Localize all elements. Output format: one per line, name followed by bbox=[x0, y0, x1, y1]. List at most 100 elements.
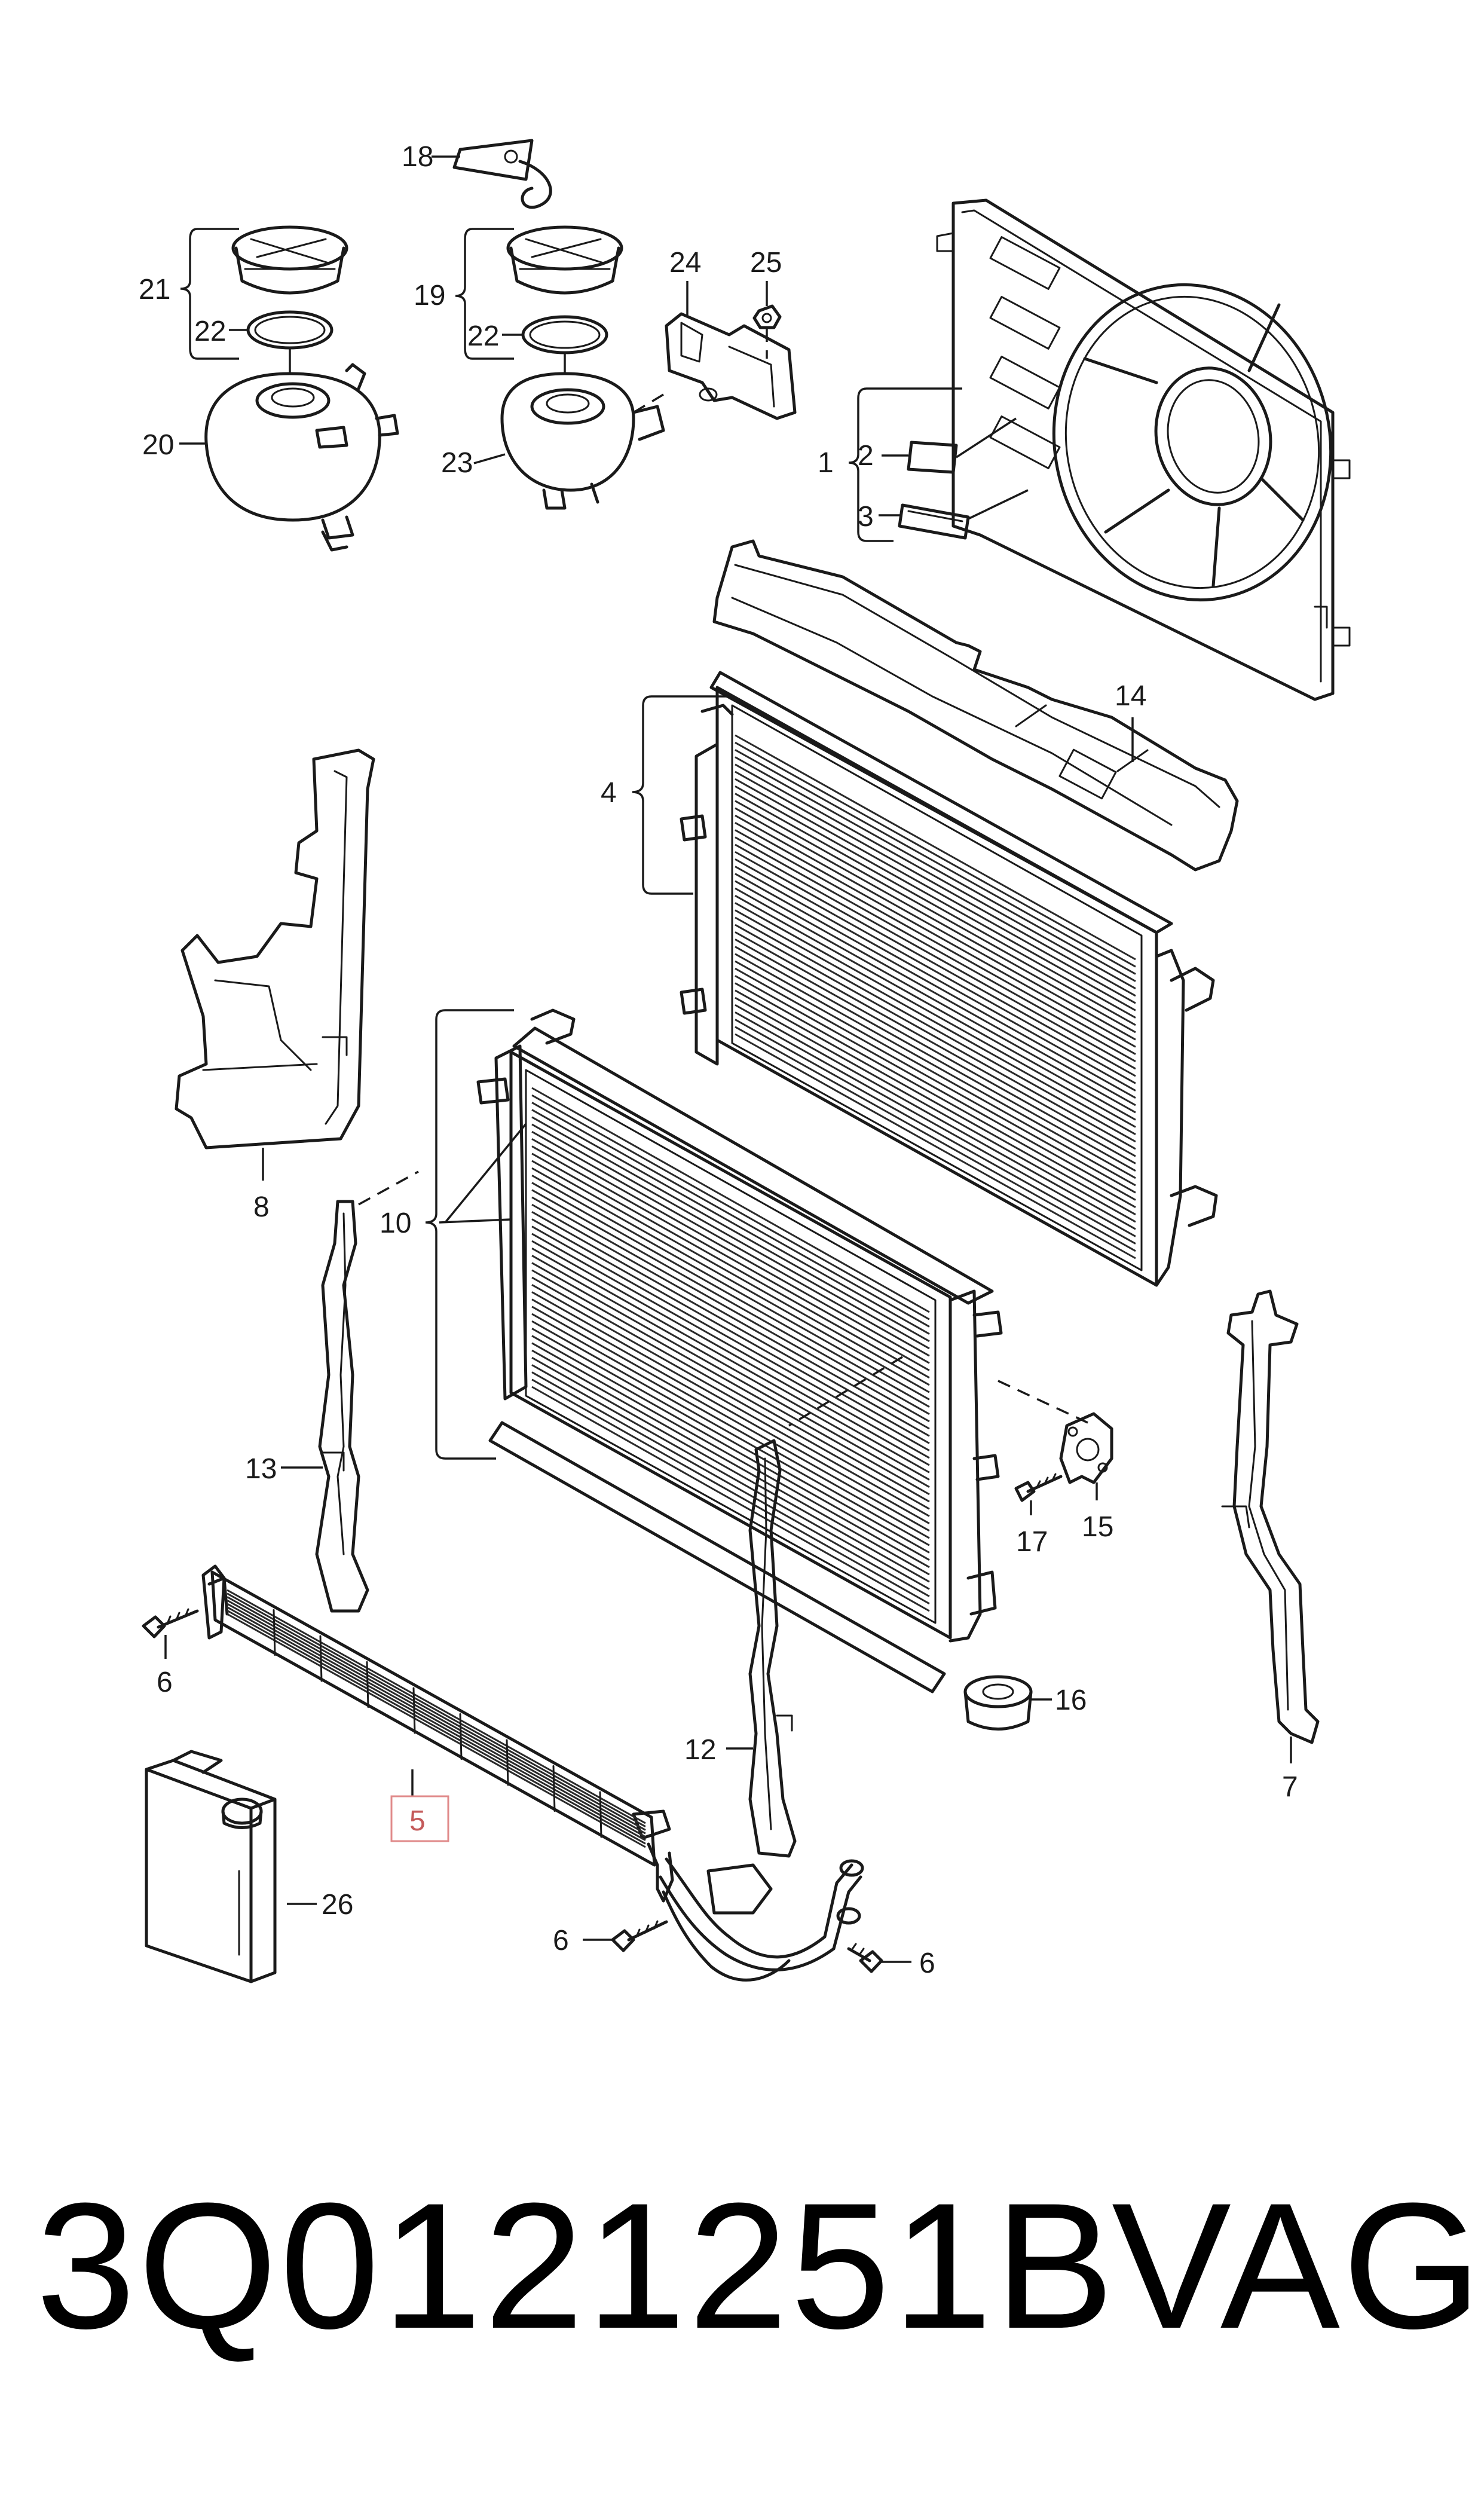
part-24-bracket bbox=[665, 281, 797, 420]
radiator-fin bbox=[531, 1167, 930, 1393]
radiator-fin bbox=[531, 1262, 930, 1488]
condenser-fin bbox=[735, 938, 1136, 1164]
radiator-fins bbox=[531, 1087, 930, 1612]
cooler-fin bbox=[227, 1603, 646, 1838]
radiator-fin bbox=[531, 1378, 930, 1605]
label-26: 26 bbox=[322, 1889, 353, 1921]
radiator-fin bbox=[531, 1152, 930, 1379]
label-3: 3 bbox=[858, 501, 874, 533]
part-21-cap-left bbox=[231, 225, 348, 295]
brand-caption: VAG bbox=[1112, 2165, 1484, 2366]
cooler-partition bbox=[459, 1713, 463, 1760]
part-10-radiator bbox=[476, 1008, 1003, 1693]
label-14: 14 bbox=[1115, 680, 1146, 712]
part-13-seal bbox=[281, 1200, 369, 1613]
condenser-fin bbox=[735, 1026, 1136, 1252]
condenser-fin bbox=[735, 749, 1136, 975]
cooler-partition bbox=[599, 1791, 602, 1838]
cooler-partition bbox=[366, 1661, 369, 1708]
radiator-fin bbox=[531, 1313, 930, 1539]
condenser-fin bbox=[735, 975, 1136, 1201]
bracket-1 bbox=[848, 387, 962, 542]
condenser-fin bbox=[735, 858, 1136, 1084]
cooler-partition bbox=[412, 1687, 416, 1734]
radiator-fin bbox=[531, 1298, 930, 1524]
part-20-reservoir-left bbox=[179, 363, 399, 552]
cooler-fin bbox=[227, 1599, 646, 1835]
radiator-fin bbox=[531, 1102, 930, 1328]
label-8: 8 bbox=[253, 1191, 270, 1223]
radiator-fin bbox=[531, 1371, 930, 1597]
condenser-fin bbox=[735, 880, 1136, 1106]
condenser-fin bbox=[735, 953, 1136, 1179]
condenser-fin bbox=[735, 1011, 1136, 1237]
label-4: 4 bbox=[601, 777, 617, 809]
condenser-fin bbox=[735, 814, 1136, 1041]
condenser-fin bbox=[735, 989, 1136, 1216]
condenser-fin bbox=[735, 902, 1136, 1128]
radiator-fin bbox=[531, 1130, 930, 1357]
radiator-fin bbox=[531, 1349, 930, 1576]
radiator-fin bbox=[531, 1335, 930, 1561]
part-12-seal bbox=[726, 1439, 797, 1858]
label-15: 15 bbox=[1082, 1511, 1113, 1543]
radiator-fin bbox=[531, 1218, 930, 1444]
radiator-fin bbox=[531, 1145, 930, 1371]
part-5-auxiliary-radiator bbox=[201, 1564, 674, 1903]
cooler-fin bbox=[227, 1592, 646, 1828]
condenser-fin bbox=[735, 916, 1136, 1143]
part-4-condenser bbox=[680, 671, 1218, 1287]
cooler-partition bbox=[319, 1635, 323, 1682]
part-22-seal-left bbox=[246, 310, 333, 350]
condenser-fin bbox=[735, 822, 1136, 1048]
radiator-fin bbox=[531, 1291, 930, 1517]
label-7: 7 bbox=[1282, 1771, 1298, 1803]
radiator-fin bbox=[531, 1116, 930, 1343]
condenser-fin bbox=[735, 843, 1136, 1070]
bracket-19 bbox=[455, 228, 514, 360]
label-21: 21 bbox=[139, 274, 170, 305]
cooler-fin bbox=[227, 1609, 646, 1845]
radiator-fin bbox=[531, 1356, 930, 1583]
label-22-left: 22 bbox=[194, 316, 226, 347]
bracket-10 bbox=[425, 1009, 514, 1460]
part-17-screw bbox=[1014, 1473, 1063, 1515]
condenser-fin bbox=[735, 734, 1136, 961]
condenser-fin bbox=[735, 1004, 1136, 1230]
condenser-fin bbox=[735, 931, 1136, 1157]
part-16-grommet bbox=[963, 1675, 1052, 1731]
radiator-fin bbox=[531, 1255, 930, 1481]
label-18: 18 bbox=[402, 141, 433, 173]
condenser-fin bbox=[735, 887, 1136, 1114]
condenser-fin bbox=[735, 960, 1136, 1187]
cooler-fin bbox=[227, 1606, 646, 1841]
condenser-fin bbox=[735, 873, 1136, 1099]
condenser-fin bbox=[735, 778, 1136, 1004]
condenser-fin bbox=[735, 924, 1136, 1150]
radiator-fin bbox=[531, 1225, 930, 1452]
part-14-air-duct bbox=[712, 539, 1239, 872]
label-6-left: 6 bbox=[157, 1667, 173, 1698]
part-23-reservoir-right bbox=[473, 372, 665, 510]
label-2: 2 bbox=[858, 440, 874, 472]
condenser-fin bbox=[735, 1033, 1136, 1259]
radiator-fin bbox=[531, 1306, 930, 1532]
label-1: 1 bbox=[818, 447, 834, 479]
condenser-fin bbox=[735, 909, 1136, 1135]
label-17: 17 bbox=[1016, 1526, 1048, 1558]
condenser-fin bbox=[735, 756, 1136, 982]
cooler-fin bbox=[227, 1613, 646, 1848]
part-8-air-guide bbox=[175, 748, 375, 1181]
label-10: 10 bbox=[380, 1207, 411, 1239]
label-6-right: 6 bbox=[919, 1948, 935, 1979]
condenser-fin bbox=[735, 894, 1136, 1121]
radiator-fin bbox=[531, 1328, 930, 1554]
condenser-fin bbox=[735, 741, 1136, 968]
label-22-right: 22 bbox=[467, 320, 499, 352]
radiator-fin bbox=[531, 1196, 930, 1423]
part-6-screw-right bbox=[847, 1943, 911, 1973]
cooler-fin bbox=[227, 1596, 646, 1831]
label-16: 16 bbox=[1055, 1685, 1087, 1716]
label-24: 24 bbox=[669, 247, 701, 279]
